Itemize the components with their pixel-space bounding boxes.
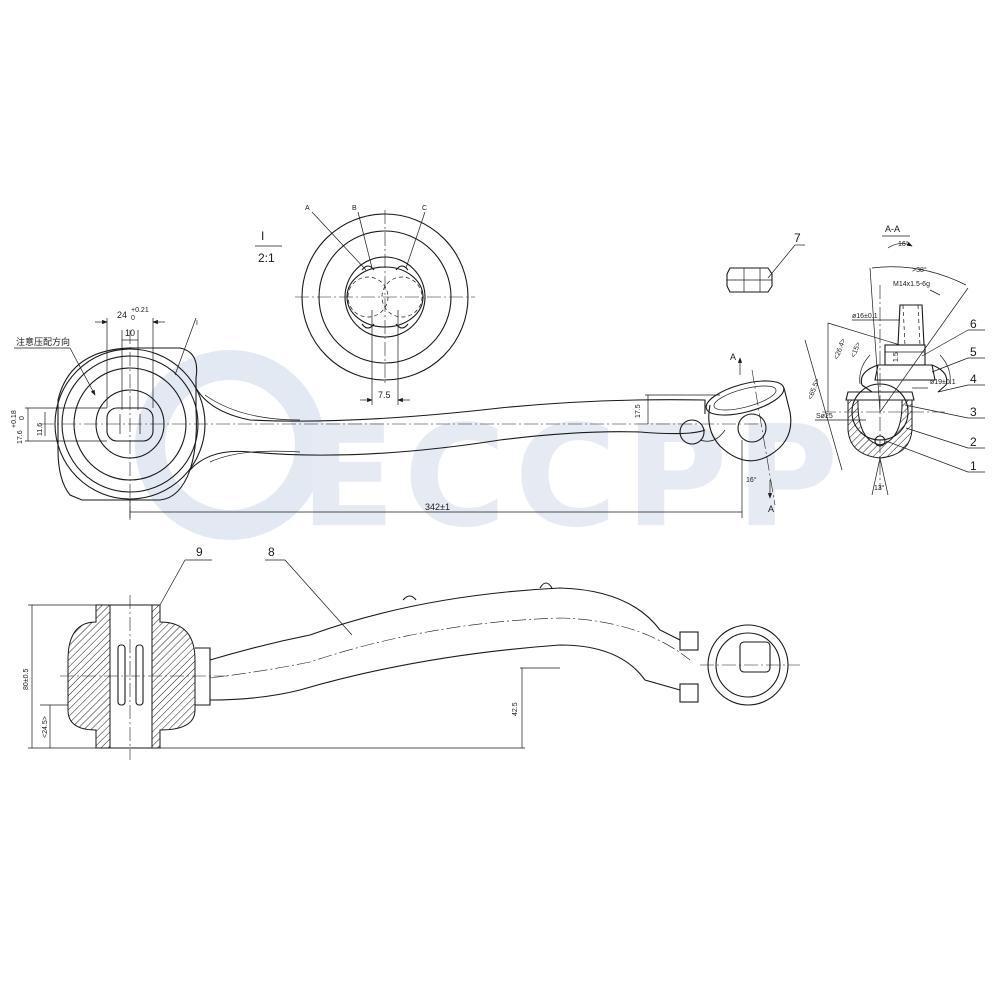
- dim-42-5: 42.5: [512, 702, 519, 716]
- watermark: ECCPP: [135, 350, 846, 559]
- section-angle-cone: >38°: [912, 266, 927, 274]
- detail-point-b: B: [352, 205, 357, 212]
- section-mark-bottom: A: [768, 504, 774, 514]
- dim-24-5: <24.5>: [42, 716, 49, 738]
- detail-view: I 2:1 7.5 A B C: [255, 205, 475, 405]
- dim-17-6-tol-upper: +0.18: [11, 410, 18, 428]
- section-angle-bottom: 13°: [874, 484, 885, 492]
- dim-11-6: 11.6: [37, 423, 44, 436]
- part-number-1: 1: [970, 459, 977, 473]
- detail-ref: I: [196, 320, 198, 327]
- part-number-8: 8: [268, 545, 275, 559]
- section-thread: M14x1.5-6g: [893, 281, 930, 288]
- part-number-6: 6: [970, 317, 977, 331]
- detail-dim-width: 7.5: [378, 390, 391, 400]
- detail-label: I: [261, 229, 264, 243]
- dim-24: 24: [117, 310, 127, 320]
- detail-point-c: C: [422, 205, 427, 212]
- bushing-housing-outline: [57, 347, 198, 501]
- detail-point-a: A: [305, 205, 310, 212]
- part-number-5: 5: [970, 345, 977, 359]
- section-dim-26-4: <26.4>: [833, 338, 847, 361]
- dim-24-tol-lower: 0: [131, 315, 135, 322]
- dim-342: 342±1: [425, 502, 450, 512]
- watermark-text: ECCPP: [300, 396, 846, 559]
- section-label: A-A: [885, 224, 900, 234]
- part-number-9: 9: [196, 545, 203, 559]
- part-number-2: 2: [970, 435, 977, 449]
- side-view: 80±0.5 <24.5> 42.5 9 8: [23, 545, 800, 760]
- top-view: A A 16° 注意压配方向 24 +0.21 0 10 I 17.6 +0.1…: [11, 307, 792, 520]
- dim-17-5: 17.5: [635, 404, 642, 418]
- top-angle-16: 16°: [746, 476, 757, 484]
- section-dia-16: ø16±0.1: [852, 313, 878, 320]
- watermark-logo-icon: [135, 350, 325, 540]
- dim-17-6-tol-lower: 0: [19, 416, 26, 420]
- nut-part: 7: [726, 231, 805, 293]
- section-sphere: Sø25: [816, 413, 833, 420]
- detail-scale: 2:1: [258, 251, 275, 265]
- section-dia-19: ø19±0.1: [930, 379, 956, 386]
- dim-17-6: 17.6: [17, 430, 24, 444]
- dim-24-tol-upper: +0.21: [131, 307, 149, 314]
- section-dim-15: <15>: [850, 341, 862, 358]
- section-angle-top: 16°: [898, 240, 909, 248]
- section-dim-1-5: 1.5: [893, 352, 900, 362]
- part-number-3: 3: [970, 405, 977, 419]
- part-number-7: 7: [794, 231, 801, 245]
- section-mark-top: A: [730, 352, 736, 362]
- dim-10: 10: [125, 328, 135, 338]
- press-direction-note: 注意压配方向: [16, 336, 70, 347]
- part-number-4: 4: [970, 372, 977, 386]
- dim-80: 80±0.5: [23, 669, 30, 690]
